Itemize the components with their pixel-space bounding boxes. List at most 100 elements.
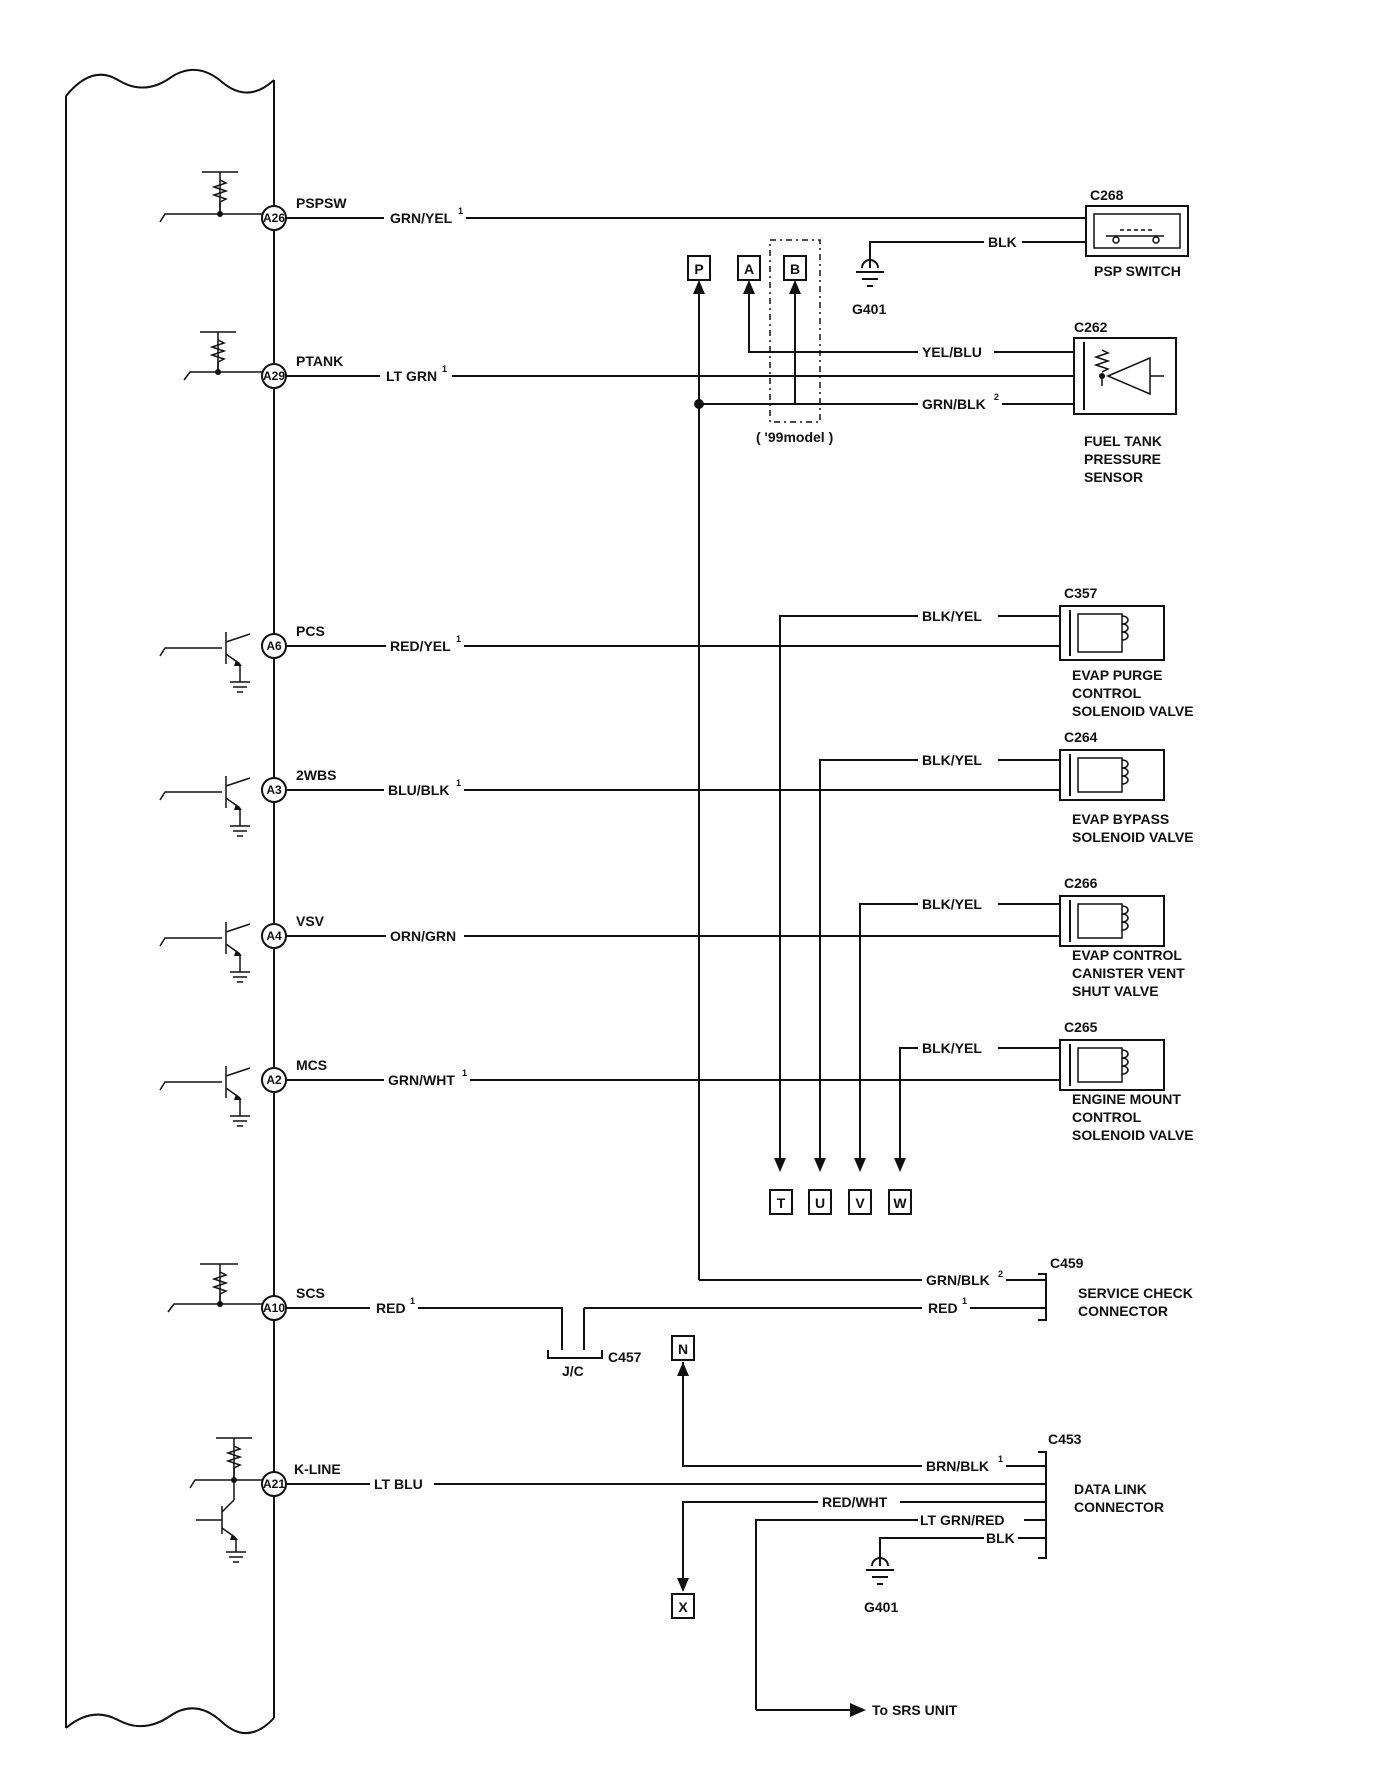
wire-note: 1 xyxy=(998,1454,1003,1464)
svg-text:EVAP BYPASS: EVAP BYPASS xyxy=(1072,811,1169,827)
service-check-connector: C459 GRN/BLK 2 RED 1 SERVICE CHECK CONNE… xyxy=(926,1255,1193,1321)
signal-label: SCS xyxy=(296,1285,325,1301)
svg-text:CONNECTOR: CONNECTOR xyxy=(1074,1499,1164,1515)
svg-text:DATA LINK: DATA LINK xyxy=(1074,1481,1147,1497)
ground-label: G401 xyxy=(864,1599,898,1615)
wire-label: BLK/YEL xyxy=(922,896,982,912)
svg-text:P: P xyxy=(694,261,703,277)
connector-label: C457 xyxy=(608,1349,642,1365)
ref-box-v xyxy=(848,1189,872,1215)
valve-c265: C265 ENGINE MOUNT CONTROL SOLENOID VALVE… xyxy=(894,1019,1194,1172)
wire-note: 1 xyxy=(962,1296,967,1306)
ground-label: G401 xyxy=(852,301,886,317)
signal-label: PSPSW xyxy=(296,195,347,211)
valve-c266: C266 EVAP CONTROL CANISTER VENT SHUT VAL… xyxy=(854,875,1185,1172)
svg-text:CONTROL: CONTROL xyxy=(1072,1109,1142,1125)
connector-label: C357 xyxy=(1064,585,1098,601)
pin-id: A21 xyxy=(263,1477,285,1491)
wire-note: 1 xyxy=(456,634,461,644)
ecm-pin-a3: A3 2WBS BLU/BLK 1 xyxy=(159,767,1060,837)
wire-label: BLK/YEL xyxy=(922,752,982,768)
connector-label: C268 xyxy=(1090,187,1124,203)
device-label-line: SENSOR xyxy=(1084,469,1143,485)
connector-label: C266 xyxy=(1064,875,1098,891)
pin-id: A3 xyxy=(266,783,282,797)
ecm-pin-a21: A21 K-LINE LT BLU xyxy=(189,1437,1046,1563)
ground-wire-label: BLK xyxy=(988,234,1017,250)
wire-label: GRN/BLK xyxy=(926,1272,990,1288)
wire-note: 1 xyxy=(458,206,463,216)
svg-text:N: N xyxy=(678,1341,688,1357)
ecm-pin-a6: A6 PCS RED/YEL 1 xyxy=(159,623,1060,693)
wire-note: 1 xyxy=(456,778,461,788)
device-label: PSP SWITCH xyxy=(1094,263,1181,279)
ref-box-w xyxy=(888,1189,912,1215)
wire-note: 2 xyxy=(994,392,999,402)
junction-connector: J/C C457 xyxy=(547,1307,922,1379)
wire-label: GRN/WHT xyxy=(388,1072,455,1088)
pin-id: A4 xyxy=(266,929,282,943)
wire-label: GRN/YEL xyxy=(390,210,453,226)
pin-id: A2 xyxy=(266,1073,282,1087)
wire-label: BRN/BLK xyxy=(926,1458,989,1474)
connector-label: C265 xyxy=(1064,1019,1098,1035)
svg-text:CONNECTOR: CONNECTOR xyxy=(1078,1303,1168,1319)
p-line xyxy=(693,280,922,1281)
signal-label: K-LINE xyxy=(294,1461,341,1477)
connector-label: C453 xyxy=(1048,1431,1082,1447)
svg-text:EVAP PURGE: EVAP PURGE xyxy=(1072,667,1163,683)
device-label-line: FUEL TANK xyxy=(1084,433,1162,449)
data-link-connector: C453 BRN/BLK 1 RED/WHT LT GRN/RED BLK G4… xyxy=(671,1431,1164,1718)
fuel-tank-pressure-sensor: C262 FUEL TANK PRESSURE SENSOR YEL/BLU G… xyxy=(694,280,1177,485)
wire-label: GRN/BLK xyxy=(922,396,986,412)
ref-box-u xyxy=(808,1189,832,1215)
svg-text:EVAP CONTROL: EVAP CONTROL xyxy=(1072,947,1182,963)
svg-text:ENGINE MOUNT: ENGINE MOUNT xyxy=(1072,1091,1181,1107)
svg-text:V: V xyxy=(855,1195,865,1211)
wire-label: LT GRN/RED xyxy=(920,1512,1005,1528)
pin-id: A26 xyxy=(263,211,285,225)
signal-label: 2WBS xyxy=(296,767,336,783)
signal-label: PCS xyxy=(296,623,325,639)
svg-text:SHUT VALVE: SHUT VALVE xyxy=(1072,983,1159,999)
model-dashed-box xyxy=(769,239,821,423)
wire-label: LT GRN xyxy=(386,368,437,384)
signal-label: PTANK xyxy=(296,353,343,369)
connector-label: C262 xyxy=(1074,319,1108,335)
wire-label: ORN/GRN xyxy=(390,928,456,944)
wire-note: 1 xyxy=(442,364,447,374)
signal-label: MCS xyxy=(296,1057,327,1073)
valve-c357: C357 EVAP PURGE CONTROL SOLENOID VALVE B… xyxy=(774,585,1194,1172)
ecm-pin-a10: A10 SCS RED 1 xyxy=(167,1263,563,1350)
connector-label: C459 xyxy=(1050,1255,1084,1271)
ref-box-x xyxy=(671,1593,695,1619)
wire-label: BLK/YEL xyxy=(922,608,982,624)
junction-label: J/C xyxy=(562,1363,584,1379)
svg-text:U: U xyxy=(815,1195,825,1211)
signal-label: VSV xyxy=(296,913,325,929)
ecm-pin-a2: A2 MCS GRN/WHT 1 xyxy=(159,1057,1060,1127)
svg-text:X: X xyxy=(678,1599,688,1615)
bottom-references: T U V W xyxy=(769,1189,912,1215)
valve-c264: C264 EVAP BYPASS SOLENOID VALVE BLK/YEL xyxy=(814,729,1194,1172)
pin-id: A10 xyxy=(263,1301,285,1315)
wire-label: BLU/BLK xyxy=(388,782,449,798)
svg-text:W: W xyxy=(893,1195,907,1211)
svg-text:SOLENOID VALVE: SOLENOID VALVE xyxy=(1072,703,1194,719)
device-label-line: PRESSURE xyxy=(1084,451,1161,467)
wire-label: RED/YEL xyxy=(390,638,451,654)
pin-id: A6 xyxy=(266,639,282,653)
ref-n: N xyxy=(671,1335,922,1467)
wire-label: RED xyxy=(376,1300,406,1316)
ecm-pin-a4: A4 VSV ORN/GRN xyxy=(159,913,1060,983)
svg-text:SOLENOID VALVE: SOLENOID VALVE xyxy=(1072,829,1194,845)
wire-label: BLK/YEL xyxy=(922,1040,982,1056)
pin-id: A29 xyxy=(263,369,285,383)
wire-label: RED/WHT xyxy=(822,1494,888,1510)
ref-box-t xyxy=(769,1189,793,1215)
model-note: ( '99model ) xyxy=(756,429,833,445)
connector-label: C264 xyxy=(1064,729,1098,745)
wire-note: 1 xyxy=(410,1296,415,1306)
top-references: P A B ( '99model ) xyxy=(687,239,833,445)
